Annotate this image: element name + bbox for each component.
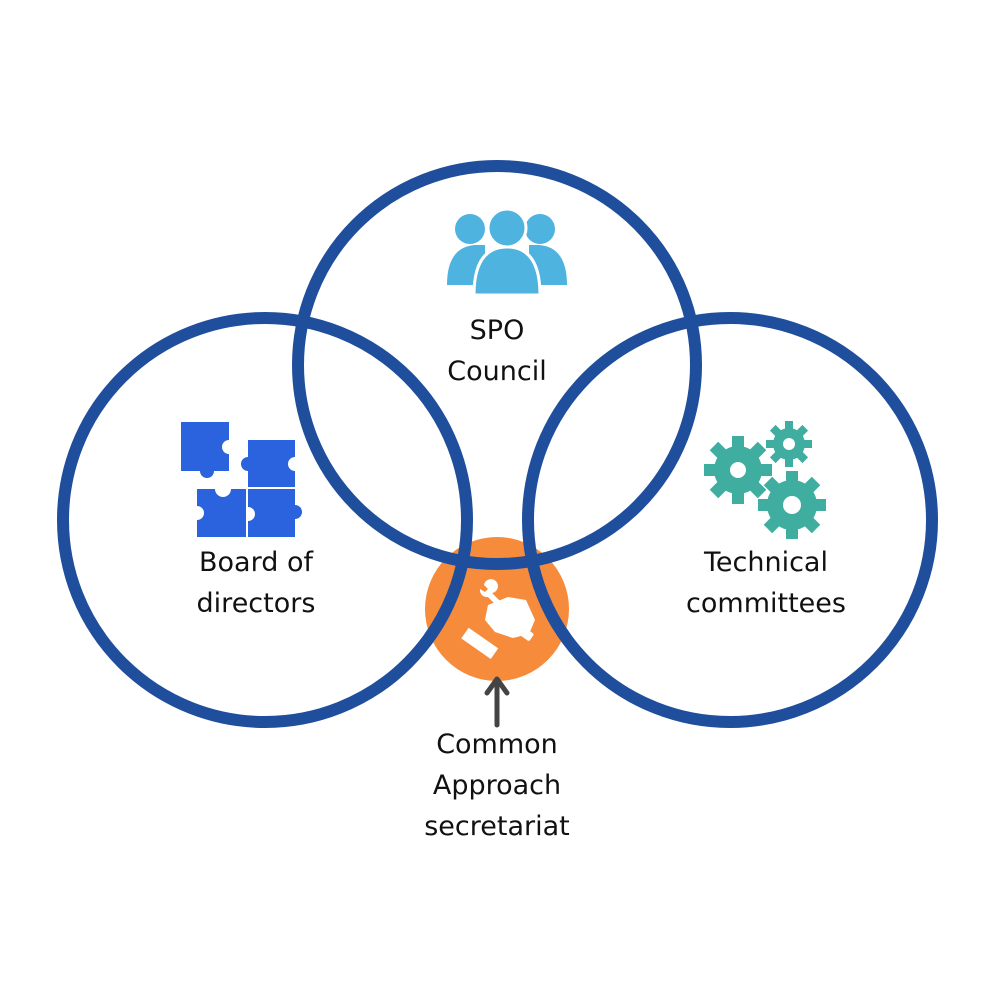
board-of-directors-circle [57, 312, 473, 728]
spo-council-circle [292, 160, 702, 570]
label-line: secretariat [424, 811, 570, 842]
people-icon [447, 207, 567, 297]
puzzle-icon [181, 422, 302, 537]
label-line: Approach [432, 770, 562, 801]
label-line: directors [196, 588, 316, 619]
label-line: Common [436, 729, 558, 760]
spo-council-label: SPO Council [397, 310, 597, 392]
label-line: Council [447, 356, 547, 387]
technical-committees-label: Technical committees [646, 542, 886, 624]
label-line: Technical [704, 547, 828, 578]
arrow-icon [484, 676, 510, 728]
label-line: Board of [199, 547, 313, 578]
secretariat-label: Common Approach secretariat [377, 724, 617, 847]
hand-wrench-icon [461, 579, 535, 660]
label-line: SPO [469, 315, 525, 346]
board-of-directors-label: Board of directors [156, 542, 356, 624]
technical-committees-circle [522, 312, 938, 728]
label-line: committees [686, 588, 846, 619]
gears-icon [704, 421, 826, 539]
